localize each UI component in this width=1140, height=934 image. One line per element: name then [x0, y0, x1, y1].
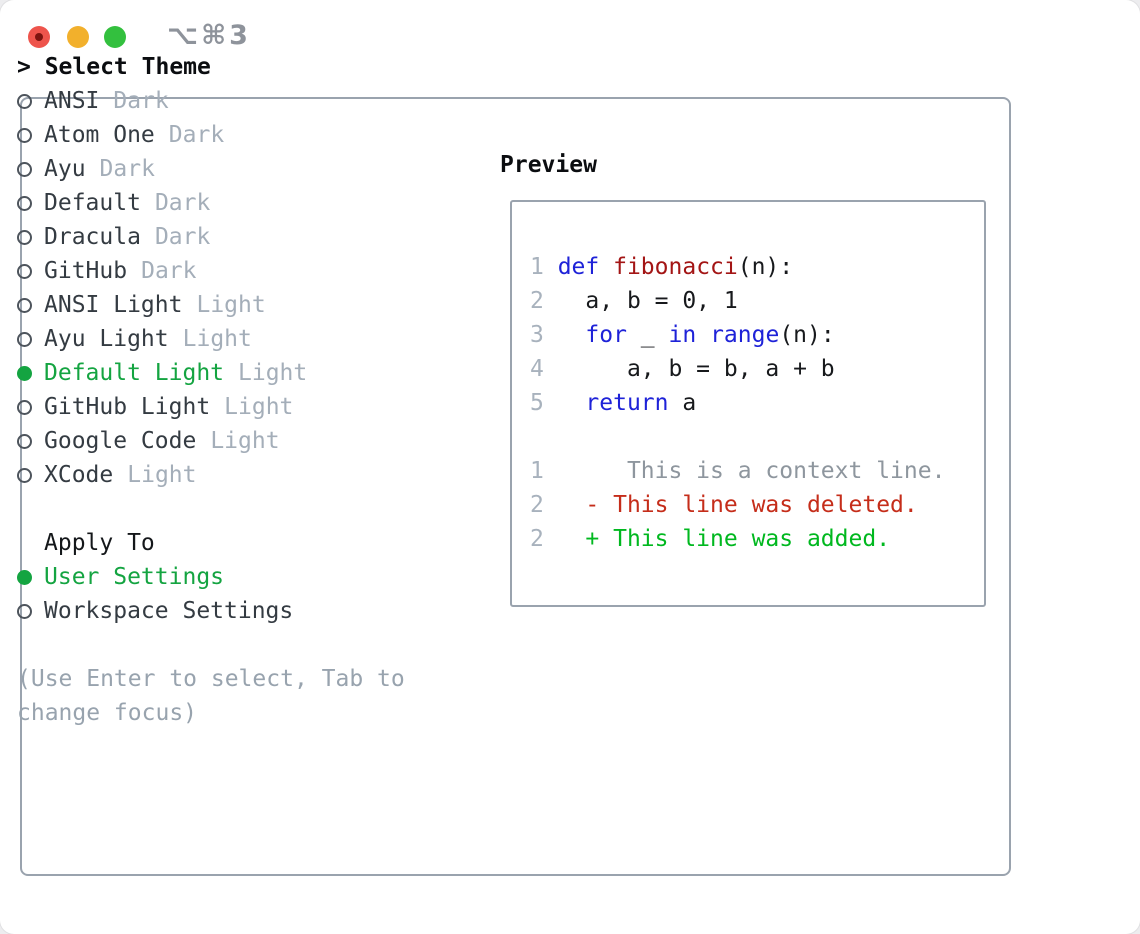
theme-variant-label: Light	[127, 462, 197, 488]
theme-option-label: Ayu	[44, 156, 86, 182]
theme-option-ansi[interactable]: ANSI Dark	[17, 84, 405, 118]
radio-icon	[17, 603, 32, 619]
theme-option-label: Atom One	[44, 122, 155, 148]
theme-option-ayu-light[interactable]: Ayu Light Light	[17, 322, 405, 356]
code-line: 2 a, b = 0, 1	[530, 288, 738, 314]
radio-icon	[17, 399, 32, 415]
theme-option-default-light[interactable]: Default Light Light	[17, 356, 405, 390]
code-line: 1 This is a context line.	[530, 458, 946, 484]
hint-line-1: (Use Enter to select, Tab to	[17, 666, 405, 692]
theme-option-default[interactable]: Default Dark	[17, 186, 405, 220]
theme-option-label: Dracula	[44, 224, 141, 250]
theme-option-label: GitHub Light	[44, 394, 211, 420]
code-line: 3 for _ in range(n):	[530, 322, 835, 348]
minimize-button-icon[interactable]	[67, 26, 89, 48]
radio-icon	[17, 263, 32, 279]
spacer	[17, 492, 405, 526]
radio-icon	[17, 229, 32, 245]
theme-option-github[interactable]: GitHub Dark	[17, 254, 405, 288]
apply-option-label: User Settings	[44, 564, 225, 590]
code-line: 1 def fibonacci(n):	[530, 254, 794, 280]
apply-to-header: Apply To	[44, 530, 155, 556]
apply-option-workspace-settings[interactable]: Workspace Settings	[17, 594, 405, 628]
window-title-shortcut: ⌥⌘3	[167, 20, 251, 51]
code-line: 2 + This line was added.	[530, 526, 891, 552]
theme-option-ansi-light[interactable]: ANSI Light Light	[17, 288, 405, 322]
theme-option-label: XCode	[44, 462, 114, 488]
code-line: 4 a, b = b, a + b	[530, 356, 835, 382]
theme-option-label: Default Light	[44, 360, 225, 386]
apply-option-user-settings[interactable]: User Settings	[17, 560, 405, 594]
code-line: 2 - This line was deleted.	[530, 492, 918, 518]
apply-option-label: Workspace Settings	[44, 598, 294, 624]
theme-variant-label: Light	[224, 394, 294, 420]
theme-variant-label: Dark	[113, 88, 169, 114]
radio-icon	[17, 161, 32, 177]
theme-option-label: GitHub	[44, 258, 128, 284]
preview-header: Preview	[500, 152, 597, 178]
theme-option-atom-one[interactable]: Atom One Dark	[17, 118, 405, 152]
theme-option-dracula[interactable]: Dracula Dark	[17, 220, 405, 254]
theme-variant-label: Dark	[154, 190, 211, 216]
radio-icon	[17, 433, 32, 449]
code-preview: 1 def fibonacci(n): 2 a, b = 0, 1 3 for _ …	[530, 250, 945, 556]
theme-option-label: Ayu Light	[44, 326, 169, 352]
theme-picker-panel	[20, 97, 1011, 876]
theme-option-label: Google Code	[44, 428, 197, 454]
radio-icon	[17, 331, 32, 347]
theme-option-label: ANSI	[44, 88, 100, 114]
code-line	[530, 420, 945, 454]
zoom-button-icon[interactable]	[104, 26, 126, 48]
theme-option-google-code[interactable]: Google Code Light	[17, 424, 405, 458]
close-button-icon[interactable]	[28, 26, 50, 48]
theme-variant-label: Light	[210, 428, 280, 454]
radio-icon	[17, 93, 32, 109]
theme-option-github-light[interactable]: GitHub Light Light	[17, 390, 405, 424]
theme-option-ayu[interactable]: Ayu Dark	[17, 152, 405, 186]
theme-variant-label: Dark	[99, 156, 155, 182]
select-theme-header: > Select Theme	[17, 54, 211, 80]
theme-variant-label: Dark	[154, 224, 211, 250]
theme-variant-label: Light	[182, 326, 252, 352]
theme-option-label: Default	[44, 190, 141, 216]
theme-option-label: ANSI Light	[44, 292, 183, 318]
radio-icon	[17, 297, 32, 313]
theme-variant-label: Light	[238, 360, 308, 386]
theme-variant-label: Dark	[168, 122, 225, 148]
radio-selected-icon	[17, 365, 32, 381]
theme-variant-label: Dark	[141, 258, 197, 284]
preview-box: 1 def fibonacci(n): 2 a, b = 0, 1 3 for _ …	[510, 200, 986, 607]
theme-variant-label: Light	[196, 292, 266, 318]
theme-option-xcode[interactable]: XCode Light	[17, 458, 405, 492]
radio-icon	[17, 195, 32, 211]
hint-line-2: change focus)	[17, 700, 198, 726]
radio-selected-icon	[17, 569, 32, 585]
titlebar: ⌥⌘3	[0, 0, 1140, 70]
code-line: 5 return a	[530, 390, 697, 416]
radio-icon	[17, 467, 32, 483]
spacer	[17, 628, 405, 662]
radio-icon	[17, 127, 32, 143]
